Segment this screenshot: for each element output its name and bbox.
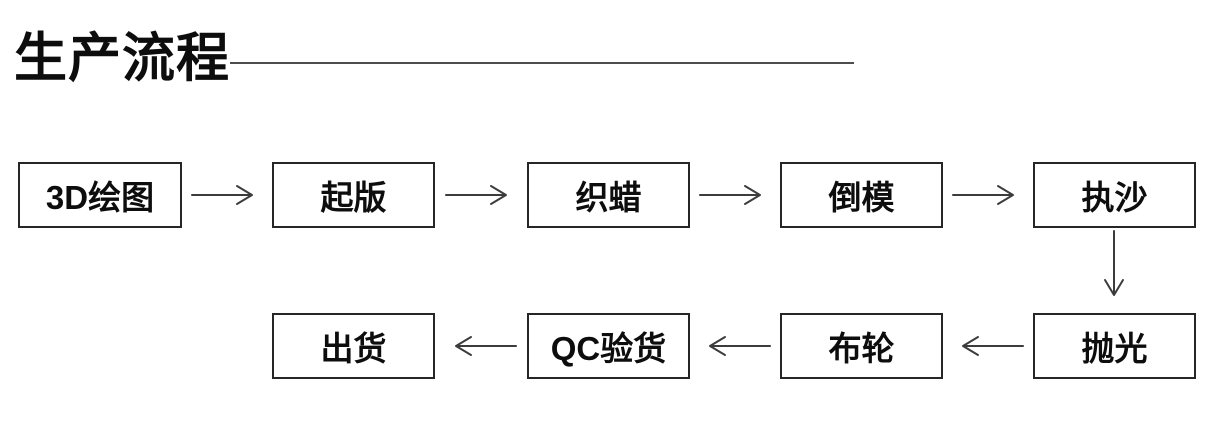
flow-step-3d-drawing: 3D绘图	[18, 162, 182, 228]
arrow-left-icon	[445, 333, 517, 359]
flow-step-label: 织蜡	[575, 179, 642, 216]
flow-step-label: 倒模	[828, 179, 895, 216]
arrow-right-icon	[952, 182, 1024, 208]
flow-step-buffing-wheel: 布轮	[780, 313, 943, 379]
flow-step-label: 抛光	[1081, 330, 1148, 367]
flow-step-prototype: 起版	[272, 162, 435, 228]
arrow-down-icon	[1101, 230, 1128, 306]
flow-step-label: QC验货	[550, 330, 667, 367]
flow-step-label: 布轮	[828, 330, 895, 367]
arrow-left-icon	[952, 333, 1024, 359]
arrow-left-icon	[699, 333, 771, 359]
flow-step-polishing: 抛光	[1033, 313, 1196, 379]
arrow-right-icon	[191, 182, 263, 208]
flow-step-shipping: 出货	[272, 313, 435, 379]
flow-step-label: 执沙	[1081, 179, 1148, 216]
flow-step-mold-casting: 倒模	[780, 162, 943, 228]
flow-step-wax-weaving: 织蜡	[527, 162, 690, 228]
flow-step-label: 出货	[320, 330, 387, 367]
flow-step-qc-inspection: QC验货	[527, 313, 690, 379]
flow-step-label: 3D绘图	[45, 179, 155, 216]
page-title: 生产流程	[14, 29, 230, 88]
title-rule	[230, 62, 854, 64]
flow-step-label: 起版	[320, 179, 387, 216]
arrow-right-icon	[699, 182, 771, 208]
arrow-right-icon	[445, 182, 517, 208]
flow-step-sanding: 执沙	[1033, 162, 1196, 228]
